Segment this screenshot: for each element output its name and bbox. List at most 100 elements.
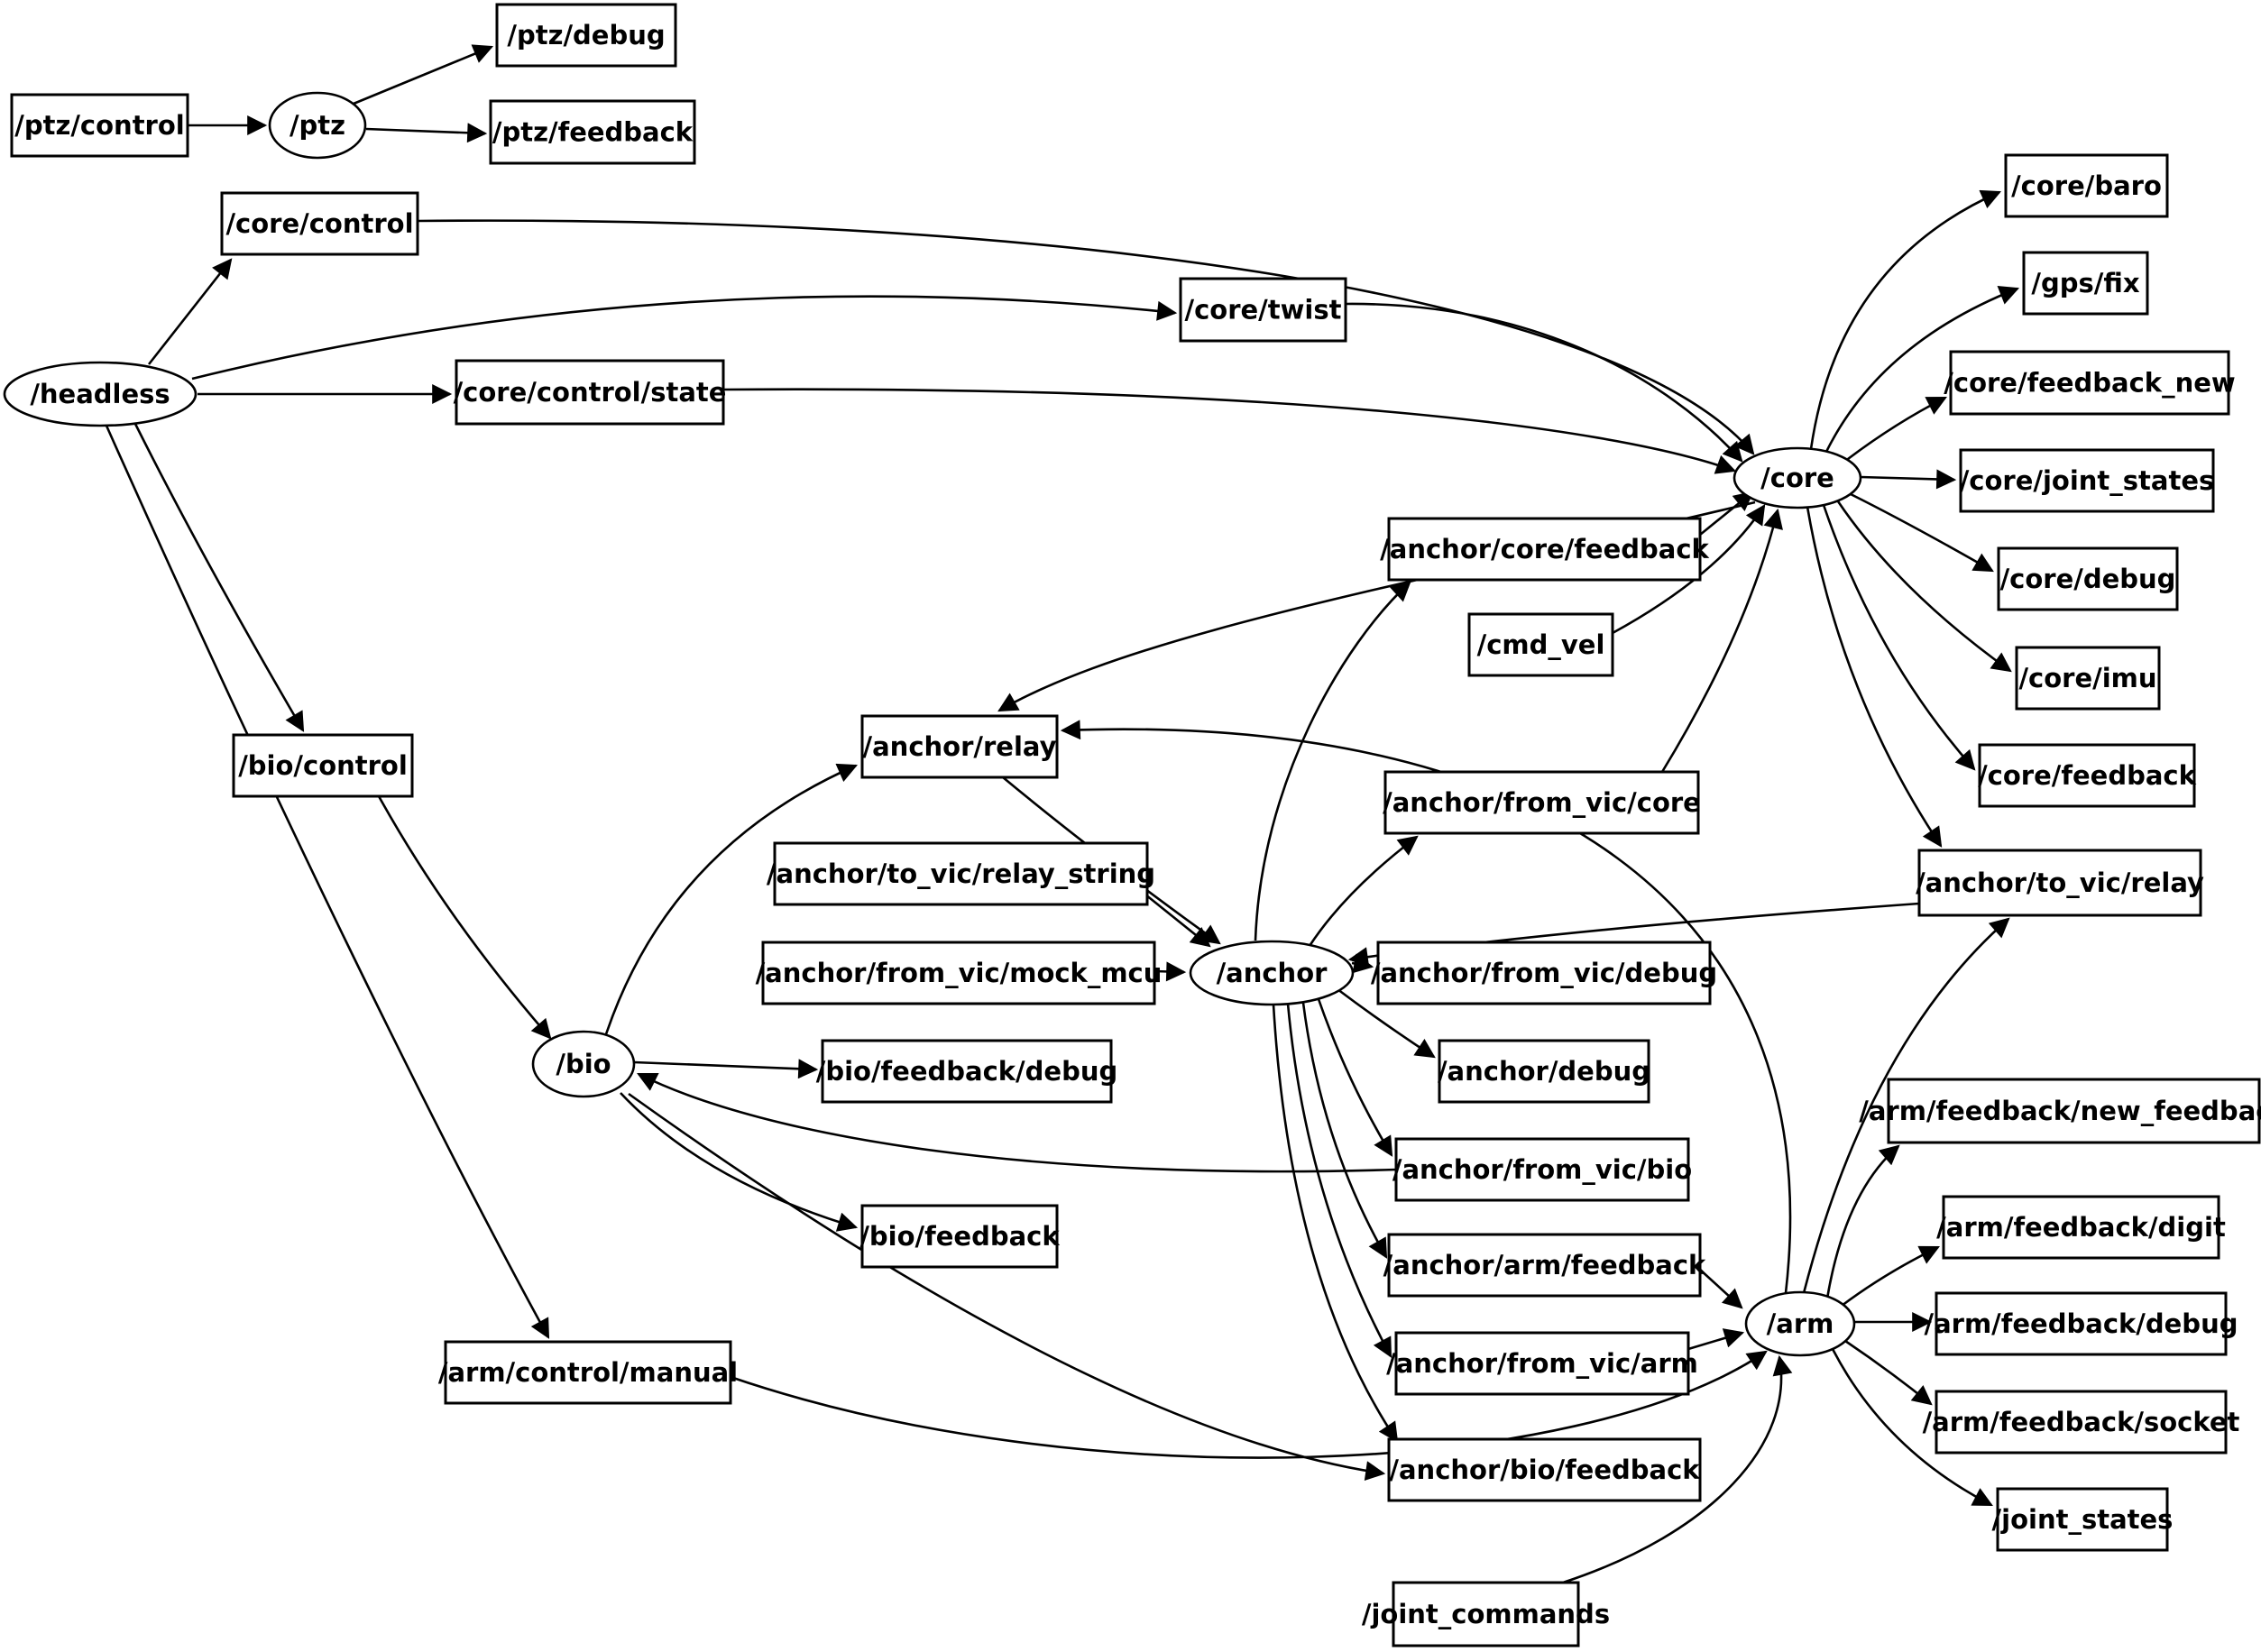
ros-topic-bio-feedback: /bio/feedback [859, 1204, 1060, 1269]
topic-box [1935, 1390, 2228, 1455]
ros-topic-arm-feedback-debug: /arm/feedback/debug [1925, 1291, 2238, 1356]
ros-topic-arm-control-manual: /arm/control/manual [438, 1340, 738, 1405]
topic-box [1978, 743, 2196, 808]
ros-node-bio: /bio [531, 1030, 636, 1098]
topic-box [1935, 1291, 2228, 1356]
edge [1308, 835, 1419, 947]
edge [1843, 396, 1947, 463]
topic-box [1376, 941, 1712, 1005]
edge [1860, 469, 1957, 490]
node-label: /anchor/from_vic/debug [1371, 958, 1717, 988]
edge [628, 1092, 1386, 1482]
edge [1254, 581, 1411, 941]
edge [1345, 302, 1743, 463]
edge [1841, 1245, 1940, 1308]
node-label: /anchor/to_vic/relay [1916, 867, 2204, 898]
edge [147, 258, 233, 365]
topic-box [1383, 770, 1700, 835]
topic-box [761, 941, 1156, 1005]
node-label: /core/debug [2000, 564, 2176, 594]
edge [1286, 1003, 1392, 1358]
topic-box [1949, 350, 2230, 416]
edge [1153, 961, 1187, 982]
topic-box [1179, 277, 1347, 343]
edge [377, 795, 552, 1040]
ros-topic-core-feedback: /core/feedback [1978, 743, 2197, 808]
topic-box [495, 3, 677, 68]
topic-box [2022, 251, 2149, 316]
topic-box [489, 99, 696, 165]
edge [1301, 1002, 1388, 1259]
ros-topic-ptz-feedback: /ptz/feedback [489, 99, 696, 165]
edge [1687, 1328, 1745, 1351]
ros-topic-arm-feedback-digit: /arm/feedback/digit [1936, 1195, 2226, 1260]
edge [365, 123, 488, 143]
edge [1831, 1348, 1993, 1507]
node-label: /anchor/from_vic/mock_mcu [756, 958, 1163, 988]
node-ellipse [531, 1030, 636, 1098]
ros-topic-core-joint-states: /core/joint_states [1959, 448, 2215, 513]
node-label: /core/joint_states [1960, 465, 2215, 496]
edge [1806, 506, 1943, 848]
ros-node-arm: /arm [1744, 1290, 1856, 1357]
node-label: /ptz/feedback [492, 117, 694, 148]
node-label: /bio/feedback/debug [816, 1056, 1118, 1087]
edge [1699, 491, 1754, 537]
ros-topic-joint-commands: /joint_commands [1362, 1581, 1610, 1647]
node-label: /bio [556, 1049, 611, 1079]
node-label: /gps/fix [2031, 268, 2139, 298]
ros-topic-core-debug: /core/debug [1997, 546, 2179, 611]
node-label: /arm/feedback/digit [1936, 1212, 2226, 1243]
edge [1850, 492, 1994, 573]
node-ellipse [3, 361, 198, 427]
node-label: /anchor/from_vic/arm [1386, 1348, 1698, 1379]
ros-topic-anchor-debug: /anchor/debug [1438, 1039, 1650, 1104]
edge [1699, 1269, 1743, 1309]
edge [1802, 917, 2010, 1294]
topic-box [860, 1204, 1059, 1269]
topic-box [1887, 1078, 2261, 1144]
topic-box [1387, 1233, 1702, 1298]
node-label: /core/control/state [454, 377, 727, 408]
node-label: /arm/control/manual [438, 1357, 738, 1388]
node-ellipse [1189, 940, 1355, 1006]
topic-box [1387, 1437, 1702, 1502]
node-label: /core/control [225, 208, 413, 239]
topic-box [232, 733, 414, 798]
ros-node-anchor: /anchor [1189, 940, 1355, 1006]
topic-box [821, 1039, 1113, 1104]
edge [1317, 998, 1393, 1157]
topic-box [1996, 1487, 2169, 1552]
node-label: /ptz/control [14, 110, 184, 141]
node-label: /core/imu [2018, 663, 2156, 693]
node-label: /core/twist [1185, 295, 1342, 326]
node-label: /anchor [1217, 958, 1328, 988]
edge [105, 425, 550, 1339]
node-label: /anchor/debug [1438, 1056, 1650, 1087]
ros-topic-anchor-relay: /anchor/relay [860, 714, 1059, 779]
edge [1351, 953, 1374, 974]
node-label: /ptz/debug [507, 20, 665, 50]
edge [191, 295, 1178, 381]
edge [1836, 500, 2012, 673]
edge [604, 763, 859, 1035]
topic-box [1942, 1195, 2220, 1260]
ros-topic-arm-feedback-new-feedback: /arm/feedback/new_feedback [1859, 1078, 2261, 1144]
topic-box [1387, 517, 1702, 582]
ros-topic-anchor-from-vic-core: /anchor/from_vic/core [1383, 770, 1701, 835]
node-ellipse [268, 91, 367, 160]
ros-topic-joint-states: /joint_states [1992, 1487, 2173, 1552]
topic-box [1394, 1137, 1690, 1202]
topic-box [2015, 646, 2161, 711]
ros-topic-anchor-from-vic-bio: /anchor/from_vic/bio [1392, 1137, 1692, 1202]
edge [722, 388, 1737, 474]
ros-topic-anchor-to-vic-relay-string: /anchor/to_vic/relay_string [767, 841, 1155, 906]
edge [1144, 893, 1211, 948]
edge [1844, 1339, 1933, 1406]
edge [1660, 508, 1783, 773]
node-label: /anchor/from_vic/core [1383, 787, 1701, 818]
ros-topic-anchor-from-vic-arm: /anchor/from_vic/arm [1386, 1331, 1698, 1396]
ros-topic-anchor-from-vic-mock-mcu: /anchor/from_vic/mock_mcu [756, 941, 1163, 1005]
topic-box [1917, 849, 2202, 917]
